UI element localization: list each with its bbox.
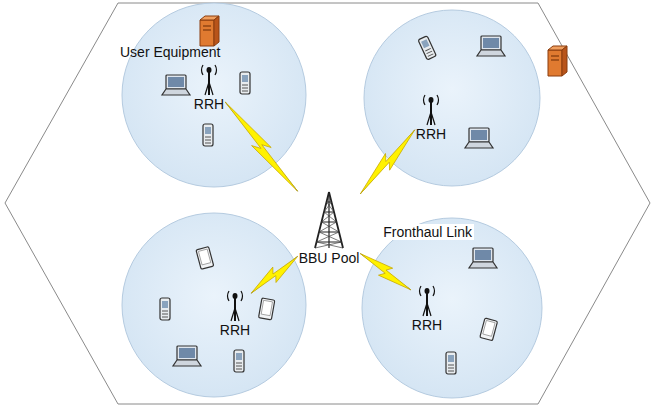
phone-icon (446, 352, 456, 374)
laptop-icon (173, 346, 201, 366)
antenna-icon (196, 62, 222, 96)
tablet-icon (196, 247, 214, 270)
server-icon (200, 16, 219, 46)
rrh-node: RRH (412, 283, 442, 333)
node-label: BBU Pool (299, 250, 360, 266)
hexagon-outline (5, 3, 650, 404)
phone-icon (240, 72, 250, 94)
phone-icon (203, 124, 213, 146)
bbu-pool-node: BBU Pool (299, 190, 360, 266)
phone-icon (418, 36, 436, 60)
antenna-icon (418, 92, 444, 126)
cell-circle (122, 3, 306, 187)
cell-circle (362, 218, 542, 398)
fronthaul-bolt (225, 102, 297, 191)
server-icon (548, 46, 567, 76)
antenna-icon (222, 288, 248, 322)
edge-label: Fronthaul Link (381, 224, 474, 240)
phone-icon (160, 298, 170, 320)
rrh-node: RRH (220, 288, 250, 338)
fronthaul-bolt (360, 254, 411, 290)
fronthaul-bolt (251, 256, 297, 293)
phone-icon (234, 350, 244, 372)
node-label: RRH (194, 96, 224, 112)
tablet-icon (259, 298, 275, 320)
fronthaul-bolt (360, 130, 415, 194)
node-label: RRH (416, 126, 446, 142)
rrh-node: RRH (416, 92, 446, 142)
node-label: RRH (220, 322, 250, 338)
antenna-icon (414, 283, 440, 317)
laptop-icon (477, 36, 505, 56)
laptop-icon (469, 248, 497, 268)
tower-icon (309, 190, 349, 250)
laptop-icon (162, 75, 190, 95)
rrh-node: RRH (194, 62, 224, 112)
tablet-icon (480, 318, 498, 341)
text-label: User Equipment (120, 44, 220, 60)
cell-circle (122, 213, 306, 397)
node-label: RRH (412, 317, 442, 333)
laptop-icon (465, 128, 493, 148)
